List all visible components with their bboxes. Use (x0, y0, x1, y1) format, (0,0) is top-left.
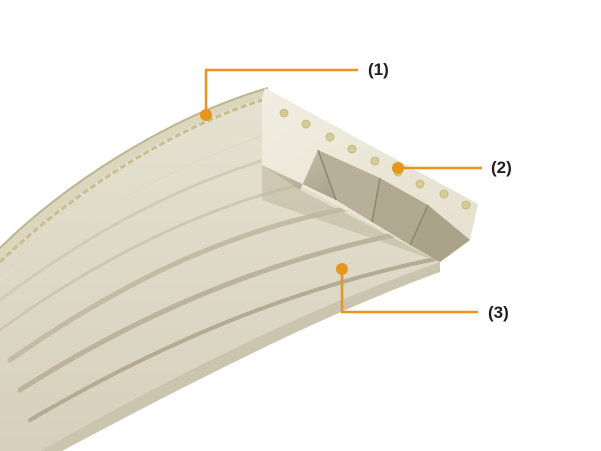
callout-label-2: (2) (491, 158, 512, 177)
callout-label-1: (1) (368, 60, 389, 79)
belt-top-edge (0, 87, 269, 249)
v-ribs (262, 149, 470, 262)
callout-1 (200, 68, 358, 121)
callout-3 (336, 263, 478, 314)
callout-2 (392, 162, 482, 174)
belt-cord-line (0, 98, 263, 264)
callout-label-3: (3) (488, 303, 509, 322)
belt-underside (40, 262, 440, 451)
